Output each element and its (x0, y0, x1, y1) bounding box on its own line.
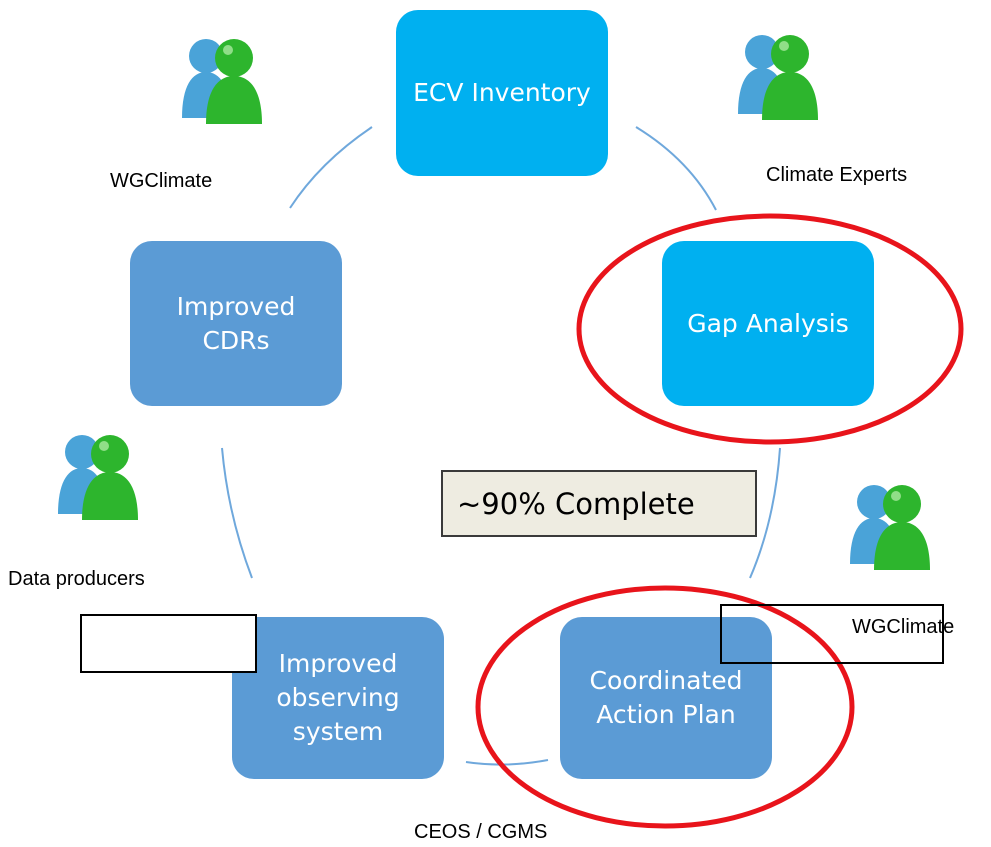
progress-callout: ~90% Complete (441, 470, 757, 537)
empty-text-box-left (80, 614, 257, 673)
actor-label-bottom: CEOS / CGMS (414, 821, 548, 843)
people-icon (850, 485, 930, 570)
connector-gap-to-plan (749, 447, 781, 579)
action-plan-highlight-ring (475, 585, 855, 829)
people-icon (58, 435, 138, 520)
connector-system-to-cdrs (221, 447, 253, 579)
actor-label-right: WGClimate (852, 616, 955, 638)
coordinated-action-plan-label: Coordinated Action Plan (589, 666, 743, 729)
improved-observing-system-box: Improved observing system (232, 617, 444, 779)
empty-text-box-right (720, 604, 944, 664)
gap-analysis-highlight-ring (576, 213, 964, 445)
actor-label-left: Data producers (8, 568, 145, 590)
connector-ecv-to-gap (635, 126, 717, 211)
gap-analysis-label: Gap Analysis (687, 308, 849, 338)
actor-label-top-right: Climate Experts (766, 164, 908, 186)
progress-label: ~90% Complete (457, 486, 695, 521)
actor-label-top-left: WGClimate (110, 170, 213, 192)
improved-cdrs-label: Improved CDRs (176, 291, 296, 355)
people-icon (182, 39, 262, 124)
improved-cdrs-box: Improved CDRs (130, 241, 342, 406)
gap-analysis-box: Gap Analysis (662, 241, 874, 406)
connector-plan-to-system (465, 759, 549, 766)
ecv-inventory-box: ECV Inventory (396, 10, 608, 176)
connector-cdrs-to-ecv (289, 126, 373, 209)
ecv-inventory-label: ECV Inventory (413, 78, 591, 107)
people-icon (738, 35, 818, 120)
improved-observing-system-label: Improved observing system (276, 649, 400, 746)
coordinated-action-plan-box: Coordinated Action Plan (560, 617, 772, 779)
